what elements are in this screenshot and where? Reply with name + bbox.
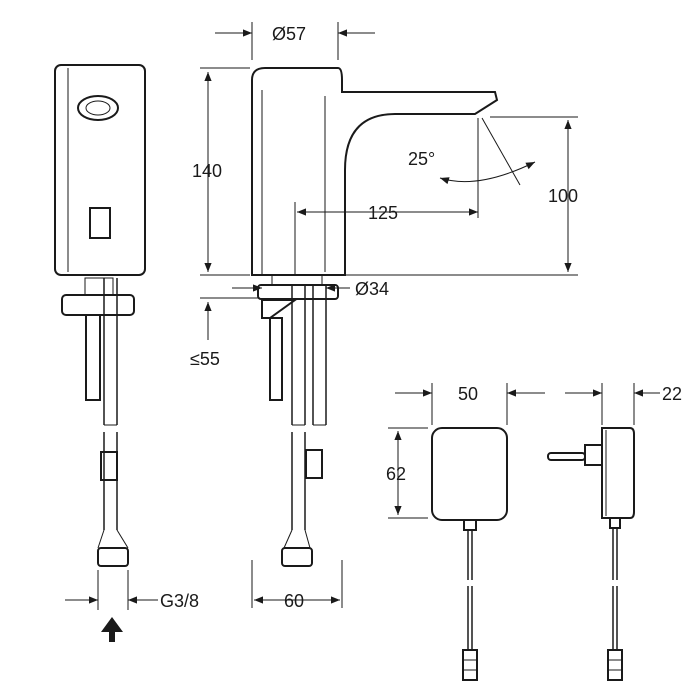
adapter-front-view <box>431 427 508 681</box>
side-connector <box>100 451 118 481</box>
adapter-cable-outlet <box>463 519 477 531</box>
angle-dimension: 25° <box>408 117 536 218</box>
adapter-side-body <box>601 427 635 519</box>
base-width-dimension: 60 <box>251 560 343 611</box>
angle-label: 25° <box>408 149 435 169</box>
base-width-label: 60 <box>284 591 304 611</box>
height-label: 140 <box>192 161 222 181</box>
adapter-front-body <box>431 427 508 521</box>
adapter-front-plug <box>462 649 478 681</box>
thread-dimension: G3/8 <box>65 570 199 611</box>
adapter-width-dimension: 50 <box>395 383 545 425</box>
side-control-panel <box>89 207 111 239</box>
spout-height-dimension: 100 <box>345 116 578 276</box>
adapter-side-plug <box>607 649 623 681</box>
side-flange <box>61 294 135 316</box>
front-clamp <box>261 299 299 319</box>
spout-diameter-label: Ø57 <box>272 24 306 44</box>
thread-label: G3/8 <box>160 591 199 611</box>
spout-height-label: 100 <box>548 186 578 206</box>
adapter-pin <box>547 452 586 461</box>
arrow-up-icon <box>101 617 123 642</box>
base-diameter-label: Ø34 <box>355 279 389 299</box>
deck-thickness-dimension: ≤55 <box>190 297 260 369</box>
deck-thickness-label: ≤55 <box>190 349 220 369</box>
adapter-side-plug-base <box>584 444 603 466</box>
height-dimension: 140 <box>192 67 250 276</box>
adapter-height-label: 62 <box>386 464 406 484</box>
adapter-height-dimension: 62 <box>386 427 428 519</box>
adapter-depth-label: 22 <box>662 384 682 404</box>
spout-diameter-dimension: Ø57 <box>215 22 375 60</box>
projection-dimension: 125 <box>294 202 478 275</box>
adapter-width-label: 50 <box>458 384 478 404</box>
side-sensor-window <box>77 95 119 121</box>
front-rod <box>269 317 283 401</box>
side-body <box>54 64 146 276</box>
adapter-depth-dimension: 22 <box>565 383 682 425</box>
front-view <box>251 67 499 567</box>
side-view <box>54 64 146 567</box>
base-diameter-dimension: Ø34 <box>232 279 389 299</box>
front-thread-nut <box>281 547 313 567</box>
adapter-side-view <box>547 427 635 681</box>
front-connector <box>305 449 323 479</box>
side-thread-nut <box>97 547 129 567</box>
faucet-body <box>251 67 499 276</box>
projection-label: 125 <box>368 203 398 223</box>
side-rod <box>85 314 101 401</box>
